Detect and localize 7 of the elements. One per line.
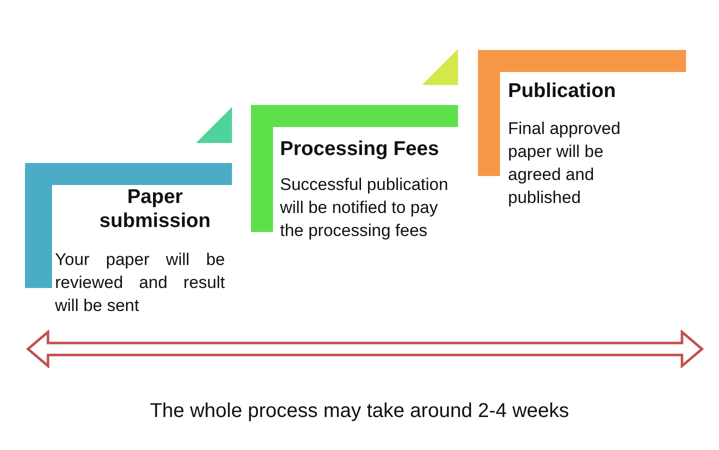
step-description: Successful publication will be notified to pay the processing fees: [280, 174, 450, 242]
step-title: Publication: [508, 79, 617, 103]
step-description: Your paper will be reviewed and result will be sent: [55, 249, 225, 317]
note-text: The whole process may take around 2-4 weeks: [148, 400, 570, 423]
step-title: Processing Fees: [280, 137, 440, 161]
step-title: Paper submission: [98, 185, 212, 233]
step-description: Final approved paper will be agreed and published: [508, 118, 622, 209]
